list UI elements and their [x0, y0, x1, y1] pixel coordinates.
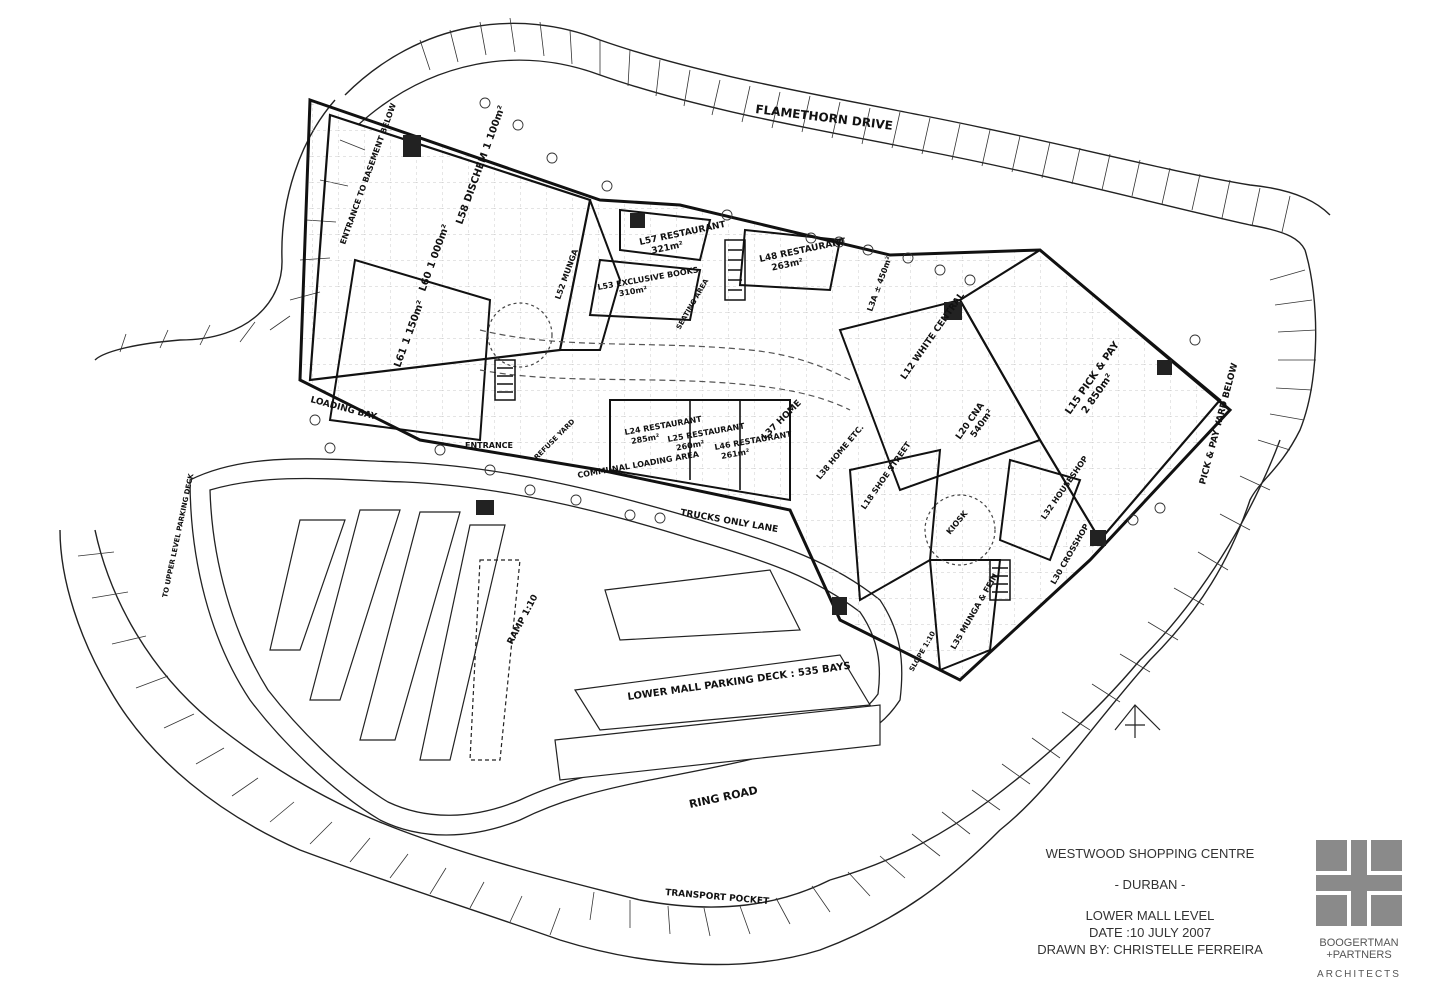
north-arrow-icon: [1114, 704, 1161, 738]
drawn-by: DRAWN BY: CHRISTELLE FERREIRA: [1037, 942, 1263, 957]
ramp-label: RAMP 1:10: [506, 593, 541, 646]
street-ring-road: RING ROAD: [688, 784, 759, 811]
title-block: WESTWOOD SHOPPING CENTRE - DURBAN - LOWE…: [1000, 845, 1300, 958]
level-name: LOWER MALL LEVEL: [1085, 908, 1215, 923]
drawing-date: DATE :10 JULY 2007: [1088, 925, 1212, 940]
street-truck-lane: TRUCKS ONLY LANE: [679, 508, 778, 535]
logo-line2: +PARTNERS: [1326, 949, 1392, 961]
project-name: WESTWOOD SHOPPING CENTRE: [1045, 846, 1255, 861]
entrance-label: ENTRANCE: [465, 441, 513, 450]
street-flamethorn: FLAMETHORN DRIVE: [755, 102, 894, 133]
logo-line1: BOOGERTMAN: [1319, 937, 1399, 949]
logo-mark-icon: [1316, 840, 1402, 926]
parking-bays: [269, 509, 881, 781]
city-name: - DURBAN -: [1114, 877, 1186, 892]
column-grid-markers: [309, 97, 1201, 526]
site-embankment: [59, 22, 1331, 966]
to-upper-deck-label: TO UPPER LEVEL PARKING DECK: [161, 472, 195, 598]
mall-building: [298, 97, 1233, 682]
architect-logo: BOOGERTMAN +PARTNERS ARCHITECTS: [1316, 840, 1402, 981]
street-transport-pocket: TRANSPORT POCKET: [665, 888, 771, 907]
logo-line3: ARCHITECTS: [1317, 969, 1401, 980]
